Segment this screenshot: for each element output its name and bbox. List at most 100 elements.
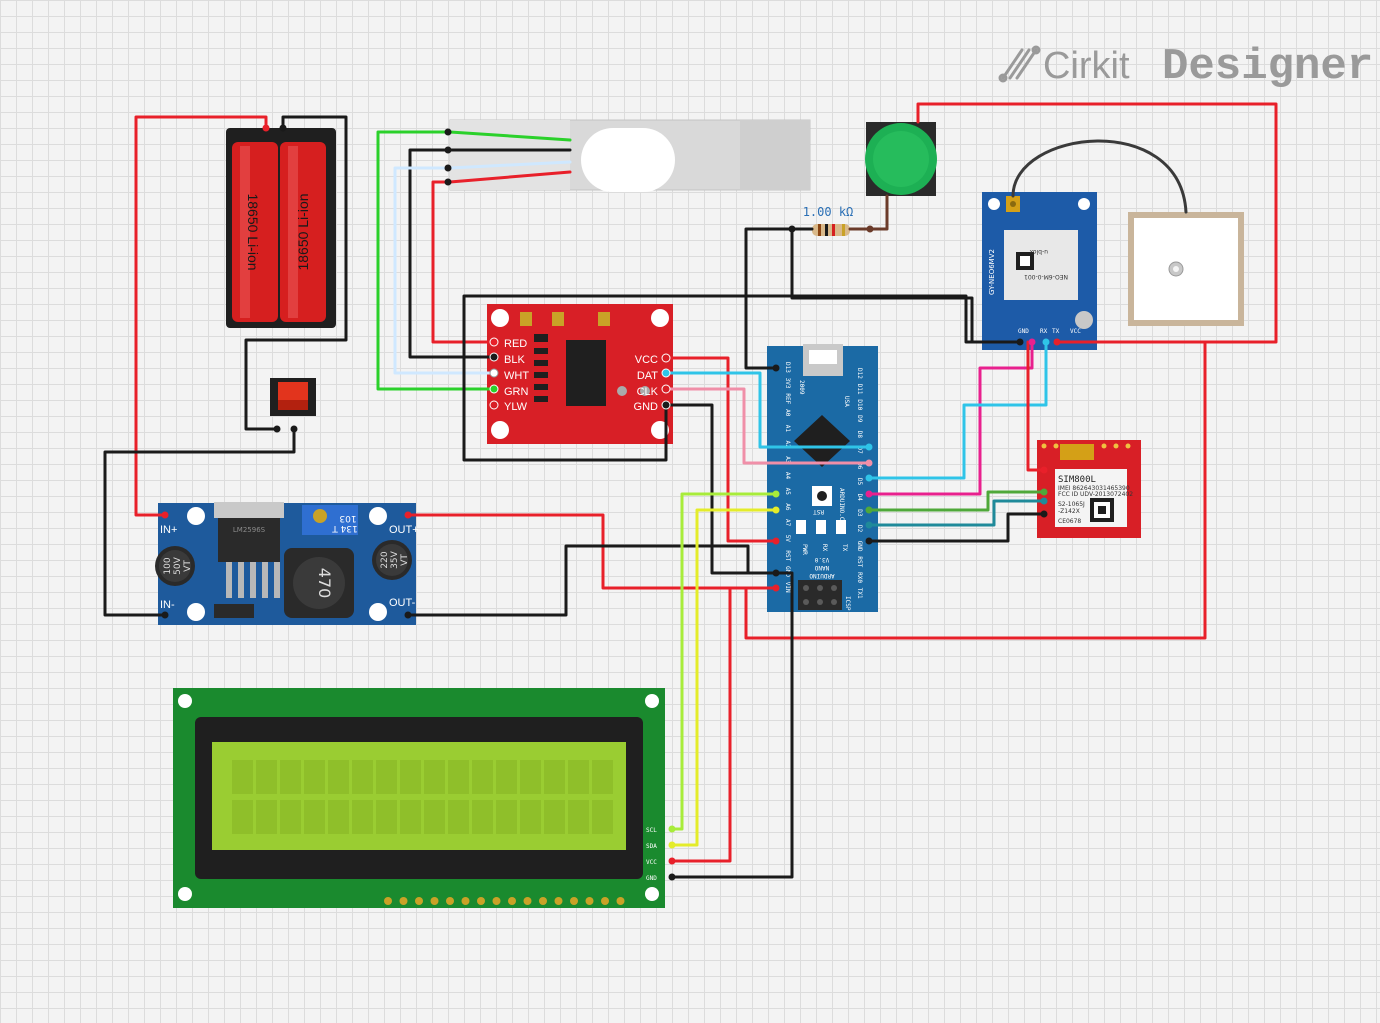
gsm-imei: IMEI 862643031465390 bbox=[1058, 485, 1130, 492]
wire-lcd-gnd[interactable] bbox=[670, 571, 794, 879]
arduino-right-pin-label: GND bbox=[856, 541, 863, 552]
buck-pot-code: 103 bbox=[339, 513, 356, 523]
wire-gps-antenna[interactable] bbox=[1011, 139, 1188, 214]
lcd-character-cell bbox=[352, 800, 373, 834]
buck-converter[interactable]: LM2596S 100 50V VT 220 35V VT 470 103 13… bbox=[155, 502, 419, 625]
lcd-character-cell bbox=[520, 800, 541, 834]
wire-button-resistor[interactable] bbox=[848, 194, 889, 231]
wire-lcd-vcc[interactable] bbox=[670, 586, 778, 863]
arduino-left-pin-label: A5 bbox=[784, 488, 791, 496]
buck-cap2-value: 220 bbox=[380, 551, 390, 568]
lcd-header-pin bbox=[616, 897, 625, 905]
wire-gsm-d2[interactable] bbox=[867, 499, 1046, 527]
arduino-nano[interactable]: USA 2009 RST PWR RX TX ARDUINO.CC V3.0 N… bbox=[767, 344, 878, 612]
wire-gps-tx[interactable] bbox=[867, 340, 1048, 480]
lcd-header-pin bbox=[446, 897, 454, 905]
battery-holder[interactable]: 18650 Li-ion 18650 Li-ion bbox=[226, 128, 336, 328]
pin-terminals bbox=[161, 124, 1061, 881]
lcd-character-cell bbox=[448, 800, 469, 834]
rocker-switch[interactable] bbox=[270, 378, 316, 416]
wire-hx711-clk[interactable] bbox=[664, 387, 871, 465]
gsm-title: SIM800L bbox=[1058, 475, 1096, 485]
arduino-left-pin-label: 5V bbox=[784, 535, 791, 543]
wire-buck-out-positive[interactable] bbox=[406, 513, 778, 590]
wire-gsm-d3[interactable] bbox=[867, 490, 1046, 512]
arduino-left-pin-label: A1 bbox=[784, 425, 791, 433]
gps-module[interactable]: u-blox NEO-6M-0-001 GY-NEO6MV2 GND RX TX… bbox=[982, 192, 1097, 350]
brand-logo: Cirkit Designer bbox=[998, 42, 1373, 92]
lcd-header-pin bbox=[508, 897, 516, 905]
wire-buck-out-negative[interactable] bbox=[406, 544, 778, 617]
push-button[interactable] bbox=[865, 122, 937, 196]
wire-gps-rx[interactable] bbox=[867, 340, 1034, 496]
wire-loadcell-black[interactable] bbox=[408, 148, 572, 359]
wire-hx711-gnd-loop[interactable] bbox=[462, 294, 1022, 462]
wire-loadcell-red[interactable] bbox=[431, 170, 572, 344]
lcd-header-pins bbox=[384, 897, 625, 905]
lcd-character-cell bbox=[352, 760, 373, 794]
wire-hx711-dat[interactable] bbox=[664, 371, 871, 449]
buck-cap1-value: 100 bbox=[163, 557, 173, 574]
wire-battery-negative[interactable] bbox=[244, 115, 348, 431]
hx711-pin-wht: WHT bbox=[504, 370, 529, 382]
hx711-pin-blk: BLK bbox=[504, 354, 525, 366]
lcd-character-cell bbox=[400, 800, 421, 834]
load-cell[interactable] bbox=[449, 119, 811, 192]
wire-resistor-arduino[interactable] bbox=[744, 227, 814, 370]
arduino-left-pin-label: A6 bbox=[784, 503, 791, 511]
arduino-right-pin-label: D12 bbox=[856, 368, 863, 379]
wire-resistor-gps-gnd[interactable] bbox=[790, 227, 1022, 344]
arduino-label-cc: ARDUINO.CC bbox=[838, 488, 845, 525]
buck-cap1-rating: 50V bbox=[173, 556, 183, 574]
arduino-right-pin-label: D11 bbox=[856, 384, 863, 395]
lcd-character-cell bbox=[496, 760, 517, 794]
wire-gsm-vcc[interactable] bbox=[1026, 340, 1046, 472]
wire-lcd-scl[interactable] bbox=[670, 492, 778, 831]
buck-cap1-type: VT bbox=[183, 560, 193, 572]
lcd-character-cell bbox=[304, 800, 325, 834]
lcd-character-cell bbox=[232, 760, 253, 794]
wire-loadcell-green[interactable] bbox=[376, 130, 572, 391]
lcd-pin-sda: SDA bbox=[646, 843, 657, 850]
wire-battery-positive[interactable] bbox=[134, 115, 268, 517]
arduino-label-nano: NANO bbox=[814, 564, 829, 571]
arduino-label-version: V3.0 bbox=[814, 556, 829, 563]
resistor[interactable]: 1.00 kΩ bbox=[803, 205, 854, 236]
lcd-character-cell bbox=[472, 760, 493, 794]
gps-antenna[interactable] bbox=[1128, 212, 1244, 326]
hx711-module[interactable]: RED BLK WHT GRN YLW VCC DAT CLK GND bbox=[487, 304, 673, 444]
lcd-character-cell bbox=[328, 760, 349, 794]
sim800l-module[interactable]: SIM800L IMEI 862643031465390 FCC ID UDV-… bbox=[1037, 440, 1141, 538]
cirkit-logo-icon bbox=[998, 45, 1041, 83]
lcd-header-pin bbox=[477, 897, 485, 905]
lcd-header-pin bbox=[554, 897, 563, 905]
wires[interactable] bbox=[103, 102, 1278, 879]
wire-hx711-gnd[interactable] bbox=[664, 403, 778, 575]
lcd-character-cell bbox=[472, 800, 493, 834]
buck-label-in-plus: IN+ bbox=[160, 524, 177, 536]
gps-module-label: NEO-6M-0-001 bbox=[1024, 273, 1068, 280]
gps-pin-rx: RX bbox=[1040, 328, 1048, 335]
wire-loadcell-white[interactable] bbox=[393, 160, 572, 375]
gsm-model2: -Z142X bbox=[1058, 508, 1080, 515]
lcd-header-pin bbox=[601, 897, 609, 905]
wire-switch-to-buck[interactable] bbox=[103, 427, 296, 617]
hx711-pin-gnd: GND bbox=[634, 401, 659, 413]
lcd-character-cell bbox=[328, 800, 349, 834]
brand-name-part2: Designer bbox=[1162, 42, 1373, 92]
lcd-character-cell bbox=[568, 760, 589, 794]
arduino-right-pin-label: D9 bbox=[856, 415, 863, 423]
wire-gsm-gnd[interactable] bbox=[867, 512, 1046, 543]
gps-pin-gnd: GND bbox=[1018, 328, 1029, 335]
lcd-header-pin bbox=[539, 897, 547, 905]
lcd-character-cell bbox=[448, 760, 469, 794]
wire-hx711-vcc[interactable] bbox=[664, 356, 778, 543]
lcd-pin-gnd: GND bbox=[646, 875, 657, 882]
gps-pin-vcc: VCC bbox=[1070, 328, 1081, 335]
wire-lcd-sda[interactable] bbox=[670, 508, 778, 847]
lcd-character-cell bbox=[376, 760, 397, 794]
lcd-display[interactable]: SCL SDA VCC GND bbox=[173, 688, 665, 908]
gps-pin-tx: TX bbox=[1052, 328, 1060, 335]
buck-label-out-minus: OUT- bbox=[389, 597, 416, 609]
